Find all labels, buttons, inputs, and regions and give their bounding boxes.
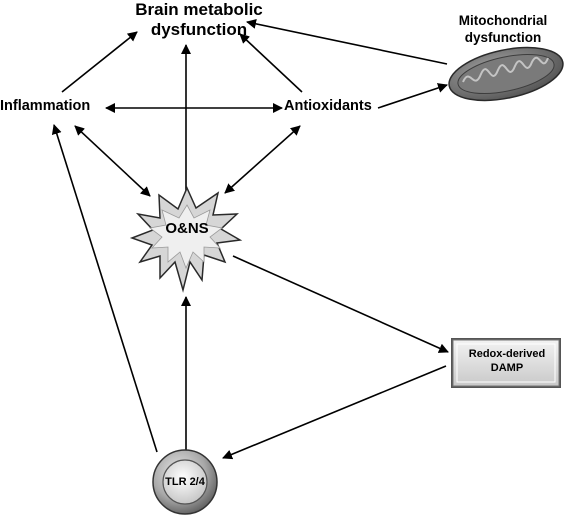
node-inflammation: Inflammation [0, 98, 91, 114]
mito-label-line2: dysfunction [464, 30, 542, 45]
node-brain-metabolic-dysfunction: Brain metabolic dysfunction [104, 0, 294, 40]
node-mitochondrial-dysfunction: Mitochondrial dysfunction [440, 12, 566, 46]
edge-ons-to-damp [232, 255, 449, 353]
edge-inflammation-to-brain [61, 31, 138, 93]
edge-inflammation-ons [74, 125, 151, 197]
mitochondrion-icon [448, 46, 564, 102]
edge-tlr-to-inflammation [51, 124, 158, 453]
mito-label-line1: Mitochondrial [458, 13, 548, 28]
node-ons-label: O&NS [165, 220, 209, 237]
edge-mitochondria-to-brain [246, 18, 448, 65]
receptor-ring-icon [152, 449, 218, 515]
edges [51, 18, 449, 460]
starburst-icon [129, 186, 243, 293]
edge-damp-to-tlr [222, 365, 447, 460]
damp-label-line2: DAMP [490, 362, 524, 374]
node-antioxidants: Antioxidants [284, 98, 372, 114]
damp-label-line1: Redox-derived [468, 348, 546, 360]
damp-box [451, 338, 561, 388]
brain-label-line1: Brain metabolic [135, 0, 263, 19]
edge-antioxidants-ons [224, 125, 301, 194]
edge-antioxidants-to-brain [239, 33, 303, 93]
node-redox-derived-damp: Redox-derived DAMP [457, 347, 557, 375]
brain-label-line2: dysfunction [150, 20, 248, 39]
edge-antioxidants-to-mitochondria [377, 83, 448, 109]
node-tlr-label: TLR 2/4 [165, 476, 205, 488]
